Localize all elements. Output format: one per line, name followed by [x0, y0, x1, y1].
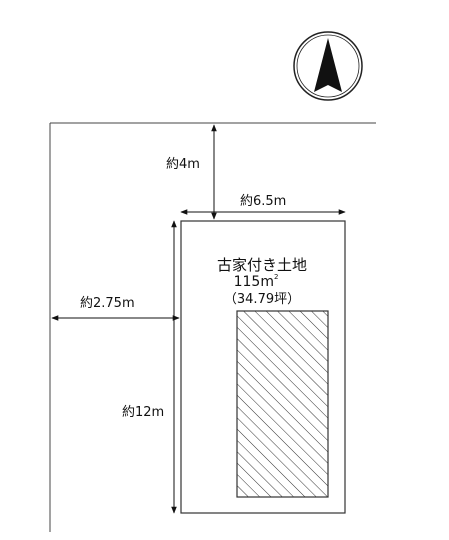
old-house-hatched [236, 310, 329, 498]
depth-label: 約12m [122, 405, 164, 420]
plot-area-tsubo: （34.79坪） [224, 292, 300, 307]
plot-title: 古家付き土地 [217, 256, 307, 274]
plot-area-number: 115 [234, 274, 261, 290]
north-arrow-icon [314, 38, 342, 92]
front-setback-label: 約4m [166, 157, 200, 172]
compass [293, 31, 363, 101]
compass-circle [293, 31, 363, 101]
lot-outline [180, 220, 346, 514]
side-setback-label: 約2.75m [80, 296, 135, 311]
plot-area-sqm: 115m2 [234, 273, 279, 290]
plot-area-unit: m [260, 274, 274, 290]
plot-area-sup: 2 [274, 273, 278, 281]
width-label: 約6.5m [240, 194, 286, 209]
compass-inner-circle [296, 34, 360, 98]
